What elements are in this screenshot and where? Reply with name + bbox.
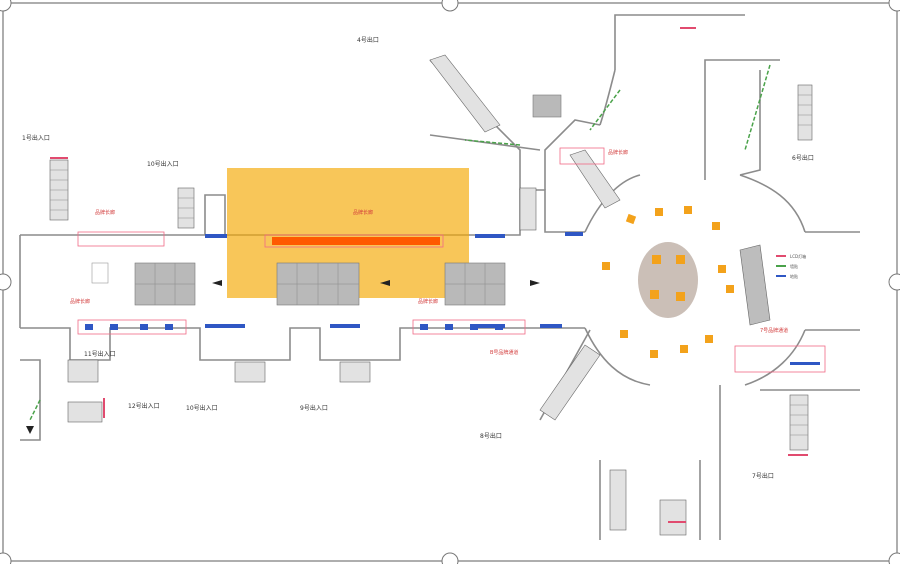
shop-grid: [135, 263, 505, 305]
brand-labels: 品牌长廊 品牌长廊 品牌长廊 B号品牌通道 7号品牌通道 品牌长廊: [70, 149, 788, 356]
legend-label: LCD灯箱: [790, 253, 806, 259]
brand-label: 品牌长廊: [70, 298, 90, 305]
exit-label: 8号出口: [480, 432, 502, 440]
frame-notch: [888, 273, 900, 291]
green-strips: [29, 64, 771, 421]
exit-label: 9号出入口: [300, 404, 328, 412]
exit-label: 10号出入口: [186, 404, 218, 412]
stairs-east: [739, 244, 771, 326]
brand-label: 7号品牌通道: [760, 327, 788, 334]
exit-label: 1号出入口: [22, 134, 50, 142]
exit-labels: 1号出入口 10号出入口 4号出口 6号出口 11号出入口 12号出入口 10号…: [22, 36, 814, 480]
legend-label: 地贴: [790, 273, 798, 279]
direction-arrows: [26, 280, 540, 434]
exit-label: 7号出口: [752, 472, 774, 480]
legend-label: 墙贴: [790, 263, 798, 269]
booths: [602, 206, 734, 358]
frame-notch: [888, 552, 900, 564]
pink-marks: [50, 27, 808, 523]
orange-strip: [272, 237, 440, 245]
frame-notch: [0, 552, 12, 564]
central-plaza: [638, 242, 698, 318]
screens: [85, 232, 820, 365]
brand-label: B号品牌通道: [490, 349, 518, 356]
frame-notch: [0, 273, 12, 291]
exit-label: 4号出口: [357, 36, 379, 44]
frame-notch: [441, 552, 459, 564]
frame-notch: [888, 0, 900, 12]
legend: LCD灯箱 墙贴 地贴: [776, 253, 806, 279]
exit-label: 10号出入口: [147, 160, 179, 168]
ad-frames: [77, 147, 826, 373]
strip-frame: [264, 234, 444, 248]
stairs-exit8: [539, 344, 601, 421]
kiosk: [91, 262, 109, 284]
exit-label: 6号出口: [792, 154, 814, 162]
frame-notch: [441, 0, 459, 12]
brand-label: 品牌长廊: [418, 298, 438, 305]
exit-label: 12号出入口: [128, 402, 160, 410]
frame-notch: [0, 0, 12, 12]
stairs-exit4: [429, 54, 501, 133]
brand-label: 品牌长廊: [95, 209, 115, 216]
exit-label: 11号出入口: [84, 350, 116, 358]
zone-label: 品牌长廊: [353, 209, 373, 216]
brand-label: 品牌长廊: [608, 149, 628, 156]
stairs-ne: [569, 149, 621, 209]
stair-hatching: [50, 94, 812, 436]
stairs: [49, 84, 813, 536]
